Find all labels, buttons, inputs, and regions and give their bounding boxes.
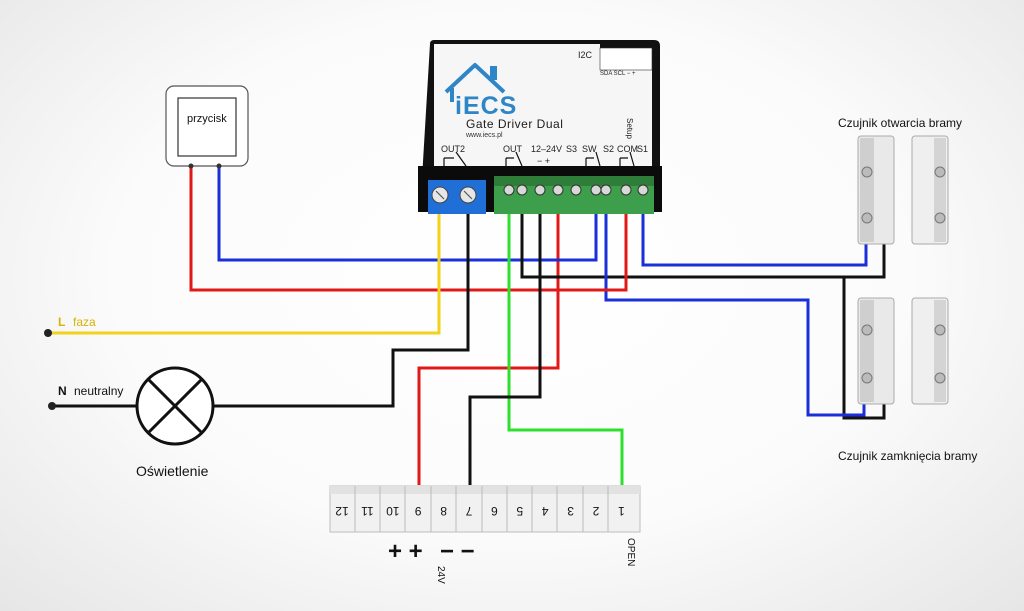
wire-red-controller-9 — [417, 290, 560, 485]
gate-driver-device — [418, 40, 662, 214]
wire-black-controller-7 — [468, 192, 542, 485]
terminal-label-9: 9 — [415, 504, 422, 518]
out-label: OUT — [503, 144, 522, 154]
wire-red-button — [189, 166, 560, 292]
controller-terminal-labels: 12 11 10 9 8 7 6 5 4 3 2 1 — [335, 504, 625, 518]
s1-label: S1 — [637, 144, 649, 154]
button-label: przycisk — [187, 113, 227, 125]
phase-letter: L — [58, 315, 66, 329]
lighting-label: Oświetlenie — [136, 463, 209, 479]
terminal-label-1: 1 — [618, 504, 625, 518]
wires — [50, 166, 886, 485]
com-label: COM — [617, 144, 638, 154]
terminal-label-10: 10 — [386, 504, 400, 518]
wire-red-com — [558, 192, 628, 292]
sensor-close-label: Czujnik zamknięcia bramy — [838, 449, 978, 463]
terminal-label-4: 4 — [542, 504, 549, 518]
push-button — [165, 85, 249, 169]
plus-signs: + + — [388, 538, 423, 565]
i2c-label: I2C — [578, 50, 593, 60]
s3-label: S3 — [566, 144, 578, 154]
open-label: OPEN — [625, 538, 636, 567]
phase-label: faza — [73, 315, 96, 329]
neutral-label: neutralny — [74, 384, 124, 398]
wire-blue-s1 — [641, 192, 868, 267]
lamp-icon — [135, 366, 215, 446]
out2-label: OUT2 — [441, 144, 466, 154]
neutral-terminal-dot — [48, 402, 56, 410]
phase-terminal-dot — [44, 329, 52, 337]
terminal-label-6: 6 — [491, 504, 498, 518]
device-model: Gate Driver Dual — [466, 117, 564, 131]
s2-label: S2 — [603, 144, 615, 154]
terminal-label-3: 3 — [567, 504, 574, 518]
sw-label: SW — [582, 144, 597, 154]
wire-black-com-close-sensor — [522, 275, 886, 420]
power-pins: − + — [537, 156, 551, 166]
terminal-label-2: 2 — [592, 504, 599, 518]
sensor-close — [857, 297, 949, 405]
wire-black-lamp — [214, 198, 470, 408]
power-label: 12–24V — [531, 144, 563, 154]
minus-signs: − − — [440, 538, 475, 565]
neutral-letter: N — [58, 384, 67, 398]
terminal-label-5: 5 — [516, 504, 523, 518]
device-url: www.iecs.pl — [466, 132, 503, 139]
wire-blue-button — [217, 166, 598, 262]
terminal-label-7: 7 — [465, 504, 472, 518]
controller-terminal-strip: 12 11 10 9 8 7 6 5 4 3 2 1 — [329, 485, 641, 533]
sensor-open — [857, 135, 949, 245]
voltage-label: 24V — [435, 566, 446, 584]
setup-label: Setup — [625, 118, 634, 139]
terminal-label-11: 11 — [361, 504, 374, 518]
terminal-label-8: 8 — [440, 504, 447, 518]
wire-green-open — [507, 192, 624, 485]
wire-blue-s2 — [604, 192, 866, 417]
i2c-pins: SDA SCL − + — [600, 71, 636, 77]
wire-yellow-phase — [50, 198, 441, 335]
sensor-open-label: Czujnik otwarcia bramy — [838, 116, 963, 130]
brand-logo: iECS — [455, 92, 518, 120]
terminal-label-12: 12 — [335, 504, 349, 518]
